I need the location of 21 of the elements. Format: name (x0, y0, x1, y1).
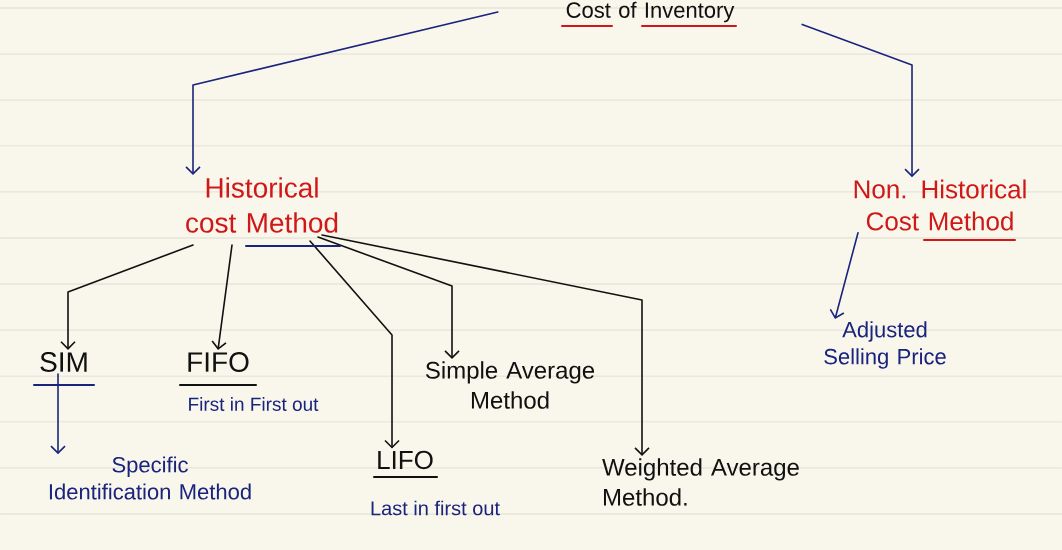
description-text: Last in first out (371, 500, 500, 516)
method-label: Weighted Average Method. (602, 458, 799, 506)
arrow (309, 240, 400, 449)
method-label: SIM (40, 352, 87, 372)
method-label: Simple Average Method (425, 361, 595, 409)
arrow (60, 244, 194, 350)
description-text: Adjusted Selling Price (824, 321, 946, 369)
title-text: Cost of Inventory (566, 1, 735, 23)
description-text: First in First out (189, 397, 319, 411)
arrow (321, 234, 650, 456)
method-label: LIFO (378, 450, 433, 470)
arrow (50, 373, 66, 455)
description-text: Specific Identification Method (49, 456, 251, 500)
arrow (211, 244, 233, 350)
arrow (801, 23, 920, 178)
method-label: FIFO (188, 352, 249, 372)
arrow (829, 231, 859, 320)
arrow (185, 11, 499, 176)
arrow (317, 236, 460, 359)
category-heading: Historical cost Method (186, 177, 338, 233)
category-heading: Non. Historical Cost Method (854, 179, 1026, 231)
